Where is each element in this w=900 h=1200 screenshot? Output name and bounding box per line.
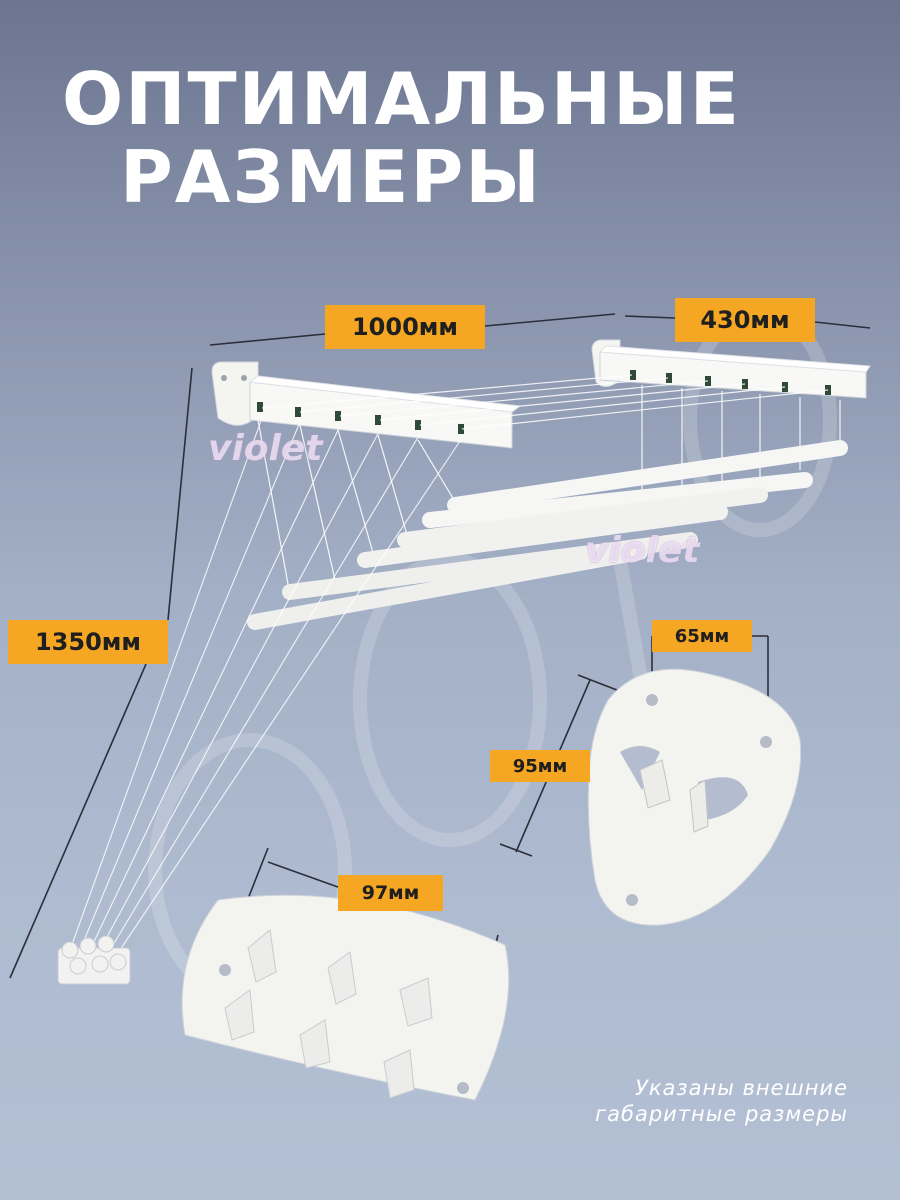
watermark-logo: violet: [208, 428, 323, 469]
dimensions-note: Указаны внешние габаритные размеры: [595, 1075, 848, 1127]
right-rail: [591, 339, 871, 399]
watermark-logo: violet: [585, 530, 700, 571]
dimension-width-badge: 1000мм: [325, 305, 485, 349]
drying-bars: [247, 440, 848, 630]
page-title: ОПТИМАЛЬНЫЕ РАЗМЕРЫ: [62, 60, 741, 216]
dimension-depth-badge: 430мм: [675, 298, 815, 342]
bracket-height-badge: 95мм: [490, 750, 590, 782]
dimension-height-badge: 1350мм: [8, 620, 168, 664]
title-line-1: ОПТИМАЛЬНЫЕ: [62, 57, 741, 141]
handle-plate: [181, 894, 510, 1101]
note-line-1: Указаны внешние: [635, 1076, 848, 1100]
bracket-width-badge: 65мм: [652, 620, 752, 652]
pull-cords: [69, 417, 463, 951]
title-line-2: РАЗМЕРЫ: [120, 135, 542, 219]
handle-plate-width-badge: 97мм: [338, 875, 443, 911]
wall-bracket: [587, 668, 802, 926]
cord-cleat: [57, 935, 131, 985]
note-line-2: габаритные размеры: [595, 1102, 848, 1126]
left-rail: [211, 361, 522, 449]
top-cords: [261, 374, 829, 430]
